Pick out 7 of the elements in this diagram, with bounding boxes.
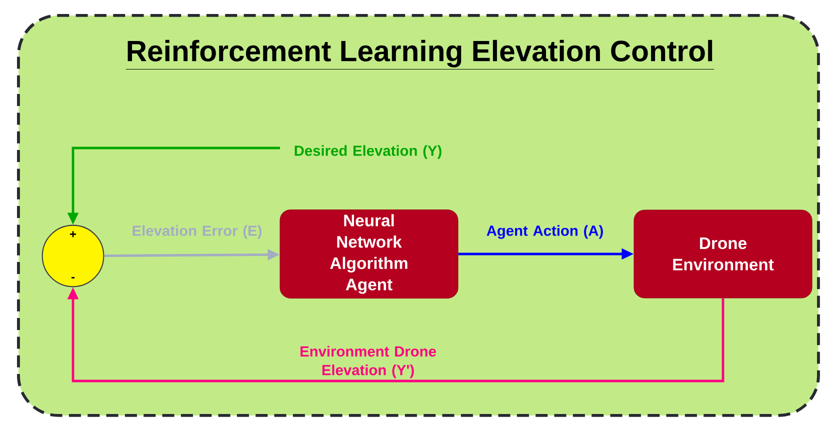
edge-label: Environment Drone Elevation (Y') <box>300 346 436 378</box>
edge-label: Desired Elevation (Y) <box>294 145 442 159</box>
process-box: Neural Network Algorithm Agent <box>280 209 458 298</box>
title: Reinforcement Learning Elevation Control <box>126 40 714 70</box>
edge-label: Agent Action (A) <box>486 225 603 239</box>
edge-label: Elevation Error (E) <box>132 225 262 239</box>
process-box: Drone Environment <box>634 210 812 298</box>
